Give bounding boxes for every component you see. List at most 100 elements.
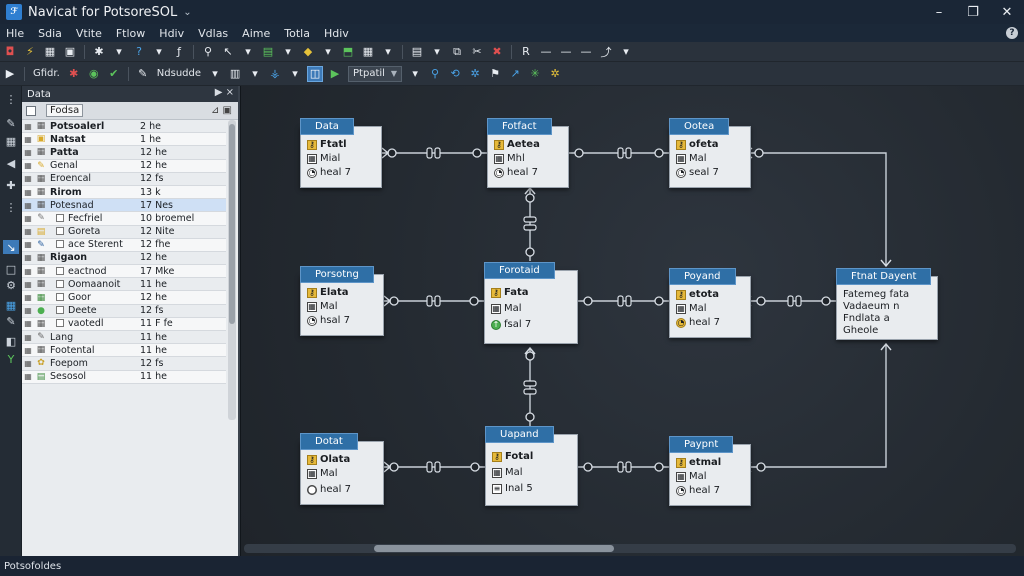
grid-label[interactable]: Gfidr. [33, 68, 60, 79]
filter-input[interactable]: Fodsa [46, 104, 84, 117]
object-icon[interactable]: ⋮ [5, 200, 17, 214]
row-checkbox[interactable] [56, 319, 64, 328]
settings-icon[interactable]: ⚙ [6, 278, 16, 292]
flag-icon[interactable]: ⚑ [490, 67, 501, 80]
square-icon[interactable]: □ [5, 262, 17, 276]
entity-card[interactable]: Poyand ⚷etota ▦Mal ◔heal 7 [669, 268, 751, 338]
connections-icon[interactable]: ⋮ [5, 92, 17, 106]
puzzle-icon[interactable]: ✚ [6, 178, 16, 192]
user-icon[interactable]: ⚲ [203, 45, 213, 58]
entity-card[interactable]: Ootea ⚷ofeta ▦Mal ◔seal 7 [669, 118, 751, 188]
menu-item-aime[interactable]: Aime [242, 26, 271, 40]
stop-icon[interactable]: ◘ [5, 45, 15, 58]
entity-card[interactable]: Data ⚷Ftatl ▦Mial ◔heal 7 [300, 118, 382, 188]
row-checkbox[interactable] [56, 293, 64, 302]
pointer-icon[interactable]: ↖ [223, 45, 233, 58]
entity-card[interactable]: Porsotng ⚷Elata ▦Mal ◔hsal 7 [300, 266, 384, 336]
menu-item-tools[interactable]: Totla [284, 26, 310, 40]
view-combo[interactable]: Ptpatil▼ [348, 65, 403, 82]
warning-icon[interactable]: ✱ [69, 67, 79, 80]
dropdown-icon[interactable]: ▾ [212, 67, 218, 80]
arrow-icon[interactable]: ◀ [6, 156, 16, 170]
dropdown-icon[interactable]: ▾ [285, 45, 291, 58]
copy-icon[interactable]: ⧉ [453, 44, 461, 58]
menu-item-file[interactable]: Hle [6, 26, 25, 40]
run-icon[interactable]: ▶ [330, 67, 340, 80]
row-checkbox[interactable] [56, 240, 64, 249]
settings-icon[interactable]: ✲ [470, 67, 480, 80]
sparkle-icon[interactable]: ✳ [530, 67, 540, 80]
dropdown-icon[interactable]: ▾ [292, 67, 298, 80]
dropdown-icon[interactable]: ▾ [252, 67, 258, 80]
table-icon[interactable]: ▦ [5, 298, 17, 312]
grid-icon[interactable]: ▦ [5, 134, 17, 148]
select-all-checkbox[interactable] [26, 105, 36, 116]
panel-controls[interactable]: ▶ ⨯ [214, 87, 234, 98]
entity-card[interactable]: Dotat ⚷Olata ▦Mal ◯heal 7 [300, 433, 384, 505]
vertical-scrollbar[interactable] [228, 120, 236, 420]
save-icon[interactable]: ▣ [64, 45, 76, 58]
maximize-button[interactable]: ❐ [967, 4, 979, 20]
play-icon[interactable]: ▶ [5, 67, 15, 80]
refresh-icon[interactable]: ◉ [88, 67, 99, 80]
model-icon[interactable]: ▤ [262, 45, 274, 58]
link-icon[interactable]: ⤴ [600, 45, 612, 59]
backup-icon[interactable]: ◆ [303, 45, 313, 58]
chevron-down-icon[interactable]: ⌄ [183, 6, 192, 18]
dropdown-icon[interactable]: ▾ [412, 67, 418, 80]
connection-icon[interactable]: ⚡ [26, 45, 34, 58]
layers-icon[interactable]: ◧ [5, 334, 17, 348]
entity-card-selected[interactable]: Forotaid ⚷Fata ▦Mal ↑fsal 7 [484, 262, 578, 344]
delete-icon[interactable]: ✖ [492, 45, 502, 58]
line-icon[interactable]: — [540, 45, 552, 58]
edit-icon[interactable]: ✎ [138, 67, 148, 80]
entity-card[interactable]: Uapand ⚷Fotal ▦Mal ≡Inal 5 [485, 426, 578, 506]
zoom-icon[interactable]: ⟲ [450, 67, 460, 80]
network-icon[interactable]: ⚶ [270, 67, 280, 80]
schedule-icon[interactable]: ⬒ [342, 45, 354, 58]
check-icon[interactable]: Y [7, 352, 15, 366]
check-icon[interactable]: ✔ [109, 67, 119, 80]
menu-item-edit[interactable]: Sdia [38, 26, 62, 40]
search-icon[interactable]: ⚲ [431, 67, 440, 80]
print-icon[interactable]: ▥ [229, 67, 241, 80]
menu-item-view[interactable]: Vtite [75, 26, 102, 40]
cut-icon[interactable]: ✂ [472, 45, 482, 58]
menu-item-flow[interactable]: Ftlow [115, 26, 146, 40]
scroll-thumb[interactable] [374, 545, 614, 552]
dropdown-icon[interactable]: ▾ [245, 45, 251, 58]
gear-icon[interactable]: ✲ [550, 67, 560, 80]
query-icon[interactable]: ? [136, 45, 142, 58]
diagram-canvas[interactable]: Data ⚷Ftatl ▦Mial ◔heal 7 Fotfact ⚷Aetea… [240, 86, 1024, 556]
layout-icon[interactable]: ▤ [411, 45, 423, 58]
entity-card[interactable]: Fotfact ⚷Aetea ▦Mhl ◔heal 7 [487, 118, 569, 188]
function-icon[interactable]: ƒ [177, 45, 181, 58]
row-checkbox[interactable] [56, 213, 64, 222]
entity-card[interactable]: Ftnat Dayent Fatemeg fata Vadaeum n Fndl… [836, 268, 938, 340]
line-icon[interactable]: — [580, 45, 592, 58]
entity-card[interactable]: Paypnt ⚷etmal ▦Mal ◔heal 7 [669, 436, 751, 506]
tools-icon[interactable]: ✱ [94, 45, 104, 58]
dropdown-icon[interactable]: ▾ [156, 45, 162, 58]
row-checkbox[interactable] [56, 266, 64, 275]
close-button[interactable]: ✕ [1001, 4, 1013, 20]
horizontal-scrollbar[interactable] [244, 544, 1016, 553]
arrow-icon[interactable]: ↗ [510, 67, 520, 80]
menu-item-div[interactable]: Hdiv [159, 26, 185, 40]
